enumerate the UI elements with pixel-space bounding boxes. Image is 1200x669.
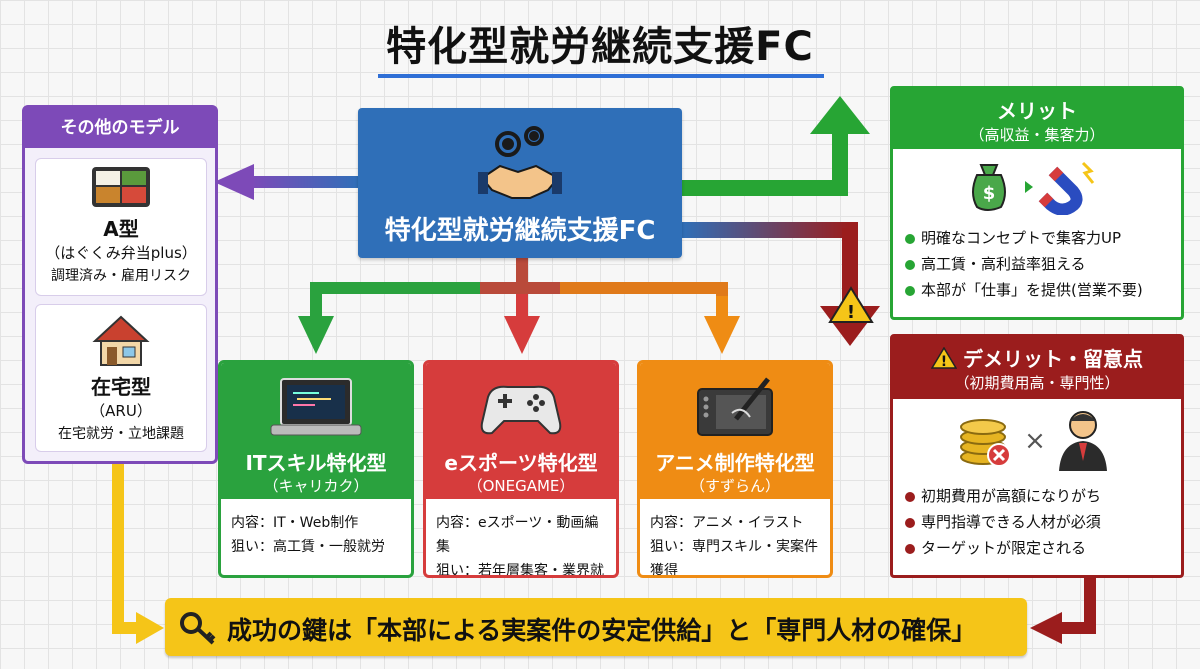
laptop-icon bbox=[270, 378, 362, 436]
other-models-header: その他のモデル bbox=[25, 108, 215, 148]
key-message-banner: 成功の鍵は「本部による実案件の安定供給」と「専門人材の確保」 bbox=[165, 598, 1027, 656]
gamepad-icon bbox=[480, 385, 562, 435]
house-icon bbox=[92, 315, 150, 366]
handshake-icon bbox=[478, 164, 562, 199]
merit-item: 明確なコンセプトで集客力UP bbox=[905, 225, 1143, 251]
person-icon bbox=[1059, 411, 1107, 471]
model-desc: 在宅就労・立地課題 bbox=[58, 426, 184, 442]
model-name: A型 bbox=[103, 217, 139, 241]
model-sub: （はぐくみ弁当plus） bbox=[45, 244, 197, 262]
type-card-it: ITスキル特化型 （キャリカク） 内容：IT・Web制作 狙い：高工賃・一般就労 bbox=[218, 360, 414, 578]
type-aim: 狙い：高工賃・一般就労 bbox=[231, 539, 385, 555]
type-content: 内容：eスポーツ・動画編集 bbox=[436, 515, 599, 555]
gears-icon bbox=[495, 126, 544, 157]
merit-item: 本部が「仕事」を提供(営業不要) bbox=[905, 277, 1143, 303]
center-label: 特化型就労継続支援FC bbox=[384, 216, 656, 246]
key-message: 成功の鍵は「本部による実案件の安定供給」と「専門人材の確保」 bbox=[227, 616, 977, 645]
demerit-list: 初期費用が高額になりがち 専門指導できる人材が必須 ターゲットが限定される bbox=[905, 483, 1101, 561]
other-models-panel: その他のモデル A型 （はぐくみ弁当plus） 調理済み・雇用リスク 在宅型 （… bbox=[22, 105, 218, 464]
arrow-demerit-to-key bbox=[1060, 572, 1096, 634]
merit-icons: $ bbox=[972, 161, 1095, 215]
demerit-item: ターゲットが限定される bbox=[905, 535, 1101, 561]
type-aim: 狙い：専門スキル・実案件獲得 bbox=[650, 539, 818, 578]
type-card-anime: アニメ制作特化型 （すずらん） 内容：アニメ・イラスト 狙い：専門スキル・実案件… bbox=[637, 360, 833, 578]
demerit-icons: × bbox=[960, 411, 1107, 471]
demerit-title: ! デメリット・留意点 bbox=[893, 337, 1181, 372]
arrow-to-other-models bbox=[250, 176, 360, 188]
type-aim: 狙い：若年層集客・業界就職 bbox=[436, 563, 604, 578]
merit-list: 明確なコンセプトで集客力UP 高工賃・高利益率狙える 本部が「仕事」を提供(営業… bbox=[905, 225, 1143, 303]
page-title: 特化型就労継続支援FC bbox=[386, 24, 814, 70]
demerit-item: 専門指導できる人材が必須 bbox=[905, 509, 1101, 535]
model-name: 在宅型 bbox=[91, 375, 151, 399]
title-underline bbox=[378, 74, 824, 78]
merit-title: メリット bbox=[997, 99, 1077, 123]
magnet-icon bbox=[1038, 161, 1095, 215]
model-desc: 調理済み・雇用リスク bbox=[51, 268, 191, 284]
svg-text:$: $ bbox=[983, 183, 996, 204]
type-card-esports: eスポーツ特化型 （ONEGAME） 内容：eスポーツ・動画編集 狙い：若年層集… bbox=[423, 360, 619, 578]
warning-icon: ! bbox=[930, 346, 958, 370]
bento-icon bbox=[92, 167, 150, 207]
center-fc-box: 特化型就労継続支援FC bbox=[358, 108, 682, 258]
arrow-to-merit bbox=[682, 130, 848, 196]
type-sub: （ONEGAME） bbox=[467, 477, 575, 495]
model-card-home-type: 在宅型 （ARU） 在宅就労・立地課題 bbox=[35, 304, 207, 452]
merit-sub: （高収益・集客力） bbox=[969, 126, 1105, 144]
model-sub: （ARU） bbox=[90, 402, 152, 420]
demerit-panel: ! デメリット・留意点 （初期費用高・専門性） × 初期費用が高額になりがち 専… bbox=[890, 334, 1184, 578]
svg-text:!: ! bbox=[847, 302, 855, 323]
arrow-left-to-key bbox=[112, 458, 140, 634]
warning-icon: ! bbox=[828, 286, 874, 323]
money-bag-icon: $ bbox=[972, 164, 1006, 211]
merit-panel: メリット （高収益・集客力） $ 明確なコンセプトで集客力UP 高工賃・高利益率… bbox=[890, 86, 1184, 320]
pen-tablet-icon bbox=[697, 377, 773, 436]
type-content: 内容：アニメ・イラスト bbox=[650, 515, 804, 531]
type-name: ITスキル特化型 bbox=[245, 451, 387, 475]
type-name: アニメ制作特化型 bbox=[655, 451, 815, 475]
gears-handshake-icon bbox=[478, 126, 562, 199]
model-card-a-type: A型 （はぐくみ弁当plus） 調理済み・雇用リスク bbox=[35, 158, 207, 296]
demerit-item: 初期費用が高額になりがち bbox=[905, 483, 1101, 509]
type-sub: （すずらん） bbox=[689, 477, 780, 495]
coins-icon bbox=[960, 419, 1011, 467]
type-content: 内容：IT・Web制作 bbox=[231, 515, 359, 531]
svg-text:!: ! bbox=[941, 354, 947, 369]
type-sub: （キャリカク） bbox=[263, 477, 369, 495]
merit-item: 高工賃・高利益率狙える bbox=[905, 251, 1143, 277]
key-icon bbox=[180, 612, 216, 645]
svg-text:×: × bbox=[1024, 426, 1046, 456]
type-name: eスポーツ特化型 bbox=[444, 451, 598, 475]
demerit-sub: （初期費用高・専門性） bbox=[954, 374, 1120, 392]
